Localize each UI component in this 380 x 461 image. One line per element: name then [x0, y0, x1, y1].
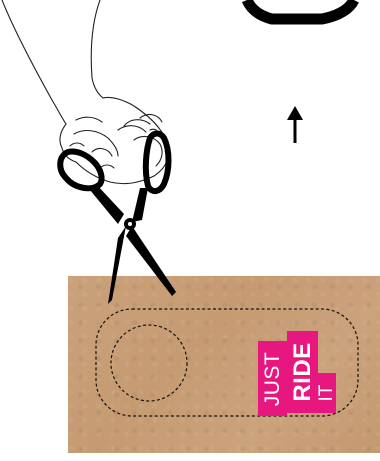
logo-tile-ride: RIDE: [287, 331, 318, 413]
hole-ring-icon: [247, 0, 354, 19]
logo-word-it: IT: [318, 385, 336, 402]
arrow-up-icon: [287, 106, 303, 143]
logo-tile-it: IT: [318, 373, 336, 413]
logo-word-just: JUST: [261, 351, 285, 406]
logo-word-ride: RIDE: [289, 342, 317, 401]
logo-tile-just: JUST: [258, 341, 287, 416]
scissors-icon: [60, 134, 176, 305]
